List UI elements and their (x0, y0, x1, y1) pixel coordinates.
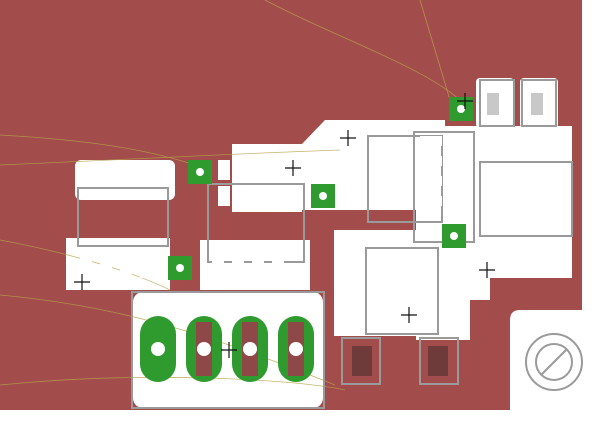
vias[interactable] (168, 97, 473, 280)
via-2[interactable] (311, 184, 335, 208)
sot23-q2[interactable] (521, 79, 557, 127)
part-d1[interactable] (341, 337, 381, 385)
sot23-footprints[interactable] (479, 79, 557, 127)
via-1[interactable] (188, 160, 212, 184)
ic-u1[interactable] (77, 164, 169, 278)
ic-u3[interactable] (212, 250, 284, 280)
ic-u7[interactable] (479, 136, 573, 268)
screw-terminal[interactable] (131, 291, 325, 409)
via-5[interactable] (168, 256, 192, 280)
small-parts[interactable] (341, 337, 459, 385)
origin-crosses (74, 93, 495, 358)
mounting-hole[interactable] (525, 333, 583, 391)
ic-u6[interactable] (342, 247, 466, 335)
ic-u4[interactable] (342, 135, 443, 223)
via-4[interactable] (442, 224, 466, 248)
part-d2[interactable] (419, 337, 459, 385)
sot23-q1[interactable] (479, 79, 515, 127)
ic-u5[interactable] (413, 131, 475, 243)
ic-footprints[interactable] (77, 131, 573, 335)
